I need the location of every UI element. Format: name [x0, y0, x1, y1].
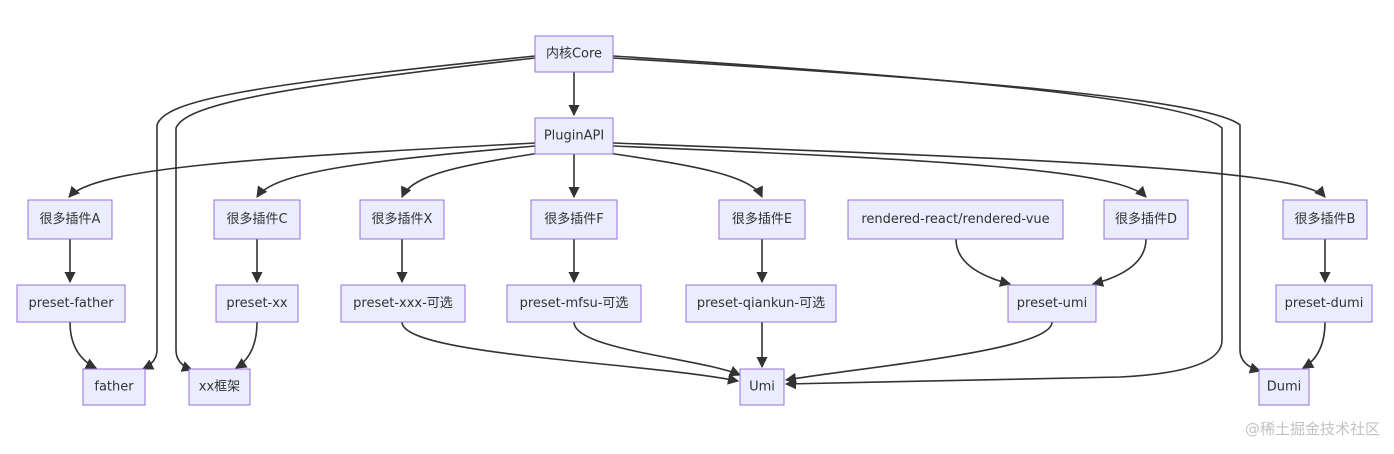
edge-presetDumi-dumi	[1302, 321, 1326, 369]
edge-core-umi	[612, 55, 1223, 390]
node-presetMfsu[interactable]: preset-mfsu-可选	[506, 284, 642, 323]
node-core-label: 内核Core	[546, 46, 602, 62]
nodes: 内核Core PluginAPI 很多插件A 很多插件C 很多插件X 很多插件F…	[16, 35, 1373, 406]
node-dumi[interactable]: Dumi	[1258, 368, 1310, 406]
node-presetQiankun[interactable]: preset-qiankun-可选	[685, 284, 837, 323]
watermark: @稀土掘金技术社区	[1244, 420, 1380, 438]
node-pluginX[interactable]: 很多插件X	[359, 199, 445, 240]
node-pluginE-label: 很多插件E	[732, 211, 792, 227]
node-presetXx-label: preset-xx	[226, 296, 288, 311]
node-umi-label: Umi	[749, 380, 775, 395]
node-father-label: father	[94, 380, 134, 395]
node-presetUmi[interactable]: preset-umi	[1007, 284, 1097, 323]
node-presetFather[interactable]: preset-father	[16, 284, 126, 323]
edges	[64, 55, 1331, 390]
node-presetFather-label: preset-father	[28, 296, 114, 311]
edge-core-dumi	[612, 57, 1262, 374]
edge-presetFather-father	[69, 321, 98, 369]
node-pluginC-label: 很多插件C	[226, 211, 287, 227]
node-pluginF-label: 很多插件F	[544, 211, 603, 227]
edge-presetXxx-umi	[401, 321, 740, 385]
node-presetDumi[interactable]: preset-dumi	[1275, 284, 1373, 323]
node-pluginF[interactable]: 很多插件F	[530, 199, 618, 240]
node-presetXxx[interactable]: preset-xxx-可选	[340, 284, 466, 323]
edge-presetXx-xx	[235, 321, 258, 369]
node-presetQiankun-label: preset-qiankun-可选	[697, 296, 825, 311]
node-rendered[interactable]: rendered-react/rendered-vue	[847, 199, 1064, 240]
node-father[interactable]: father	[82, 368, 146, 406]
node-xx[interactable]: xx框架	[188, 368, 251, 406]
node-pluginA-label: 很多插件A	[40, 211, 101, 227]
node-presetDumi-label: preset-dumi	[1285, 296, 1364, 311]
node-pluginapi-label: PluginAPI	[544, 129, 604, 144]
node-xx-label: xx框架	[199, 380, 240, 395]
edge-pluginapi-pluginE	[607, 152, 763, 199]
node-umi[interactable]: Umi	[739, 368, 785, 406]
node-core[interactable]: 内核Core	[534, 35, 614, 73]
node-pluginX-label: 很多插件X	[372, 211, 433, 227]
node-dumi-label: Dumi	[1267, 380, 1302, 395]
edge-pluginD-presetUmi	[1091, 238, 1147, 287]
node-pluginA[interactable]: 很多插件A	[27, 199, 113, 240]
node-presetXxx-label: preset-xxx-可选	[353, 296, 453, 311]
node-presetUmi-label: preset-umi	[1017, 296, 1087, 311]
edge-pluginapi-pluginA	[68, 142, 536, 198]
node-pluginC[interactable]: 很多插件C	[213, 199, 301, 240]
edge-pluginapi-pluginB	[612, 142, 1326, 198]
node-pluginB[interactable]: 很多插件B	[1282, 199, 1368, 240]
edge-pluginapi-pluginX	[401, 152, 541, 199]
edge-pluginapi-pluginD	[612, 145, 1147, 198]
edge-core-father	[141, 55, 536, 370]
node-pluginapi[interactable]: PluginAPI	[534, 117, 614, 155]
edge-presetUmi-umi	[784, 321, 1053, 384]
edge-core-xx	[175, 57, 536, 372]
node-presetXx[interactable]: preset-xx	[215, 284, 299, 323]
node-rendered-label: rendered-react/rendered-vue	[861, 212, 1049, 227]
edge-presetMfsu-umi	[573, 321, 742, 377]
node-pluginE[interactable]: 很多插件E	[718, 199, 806, 240]
node-pluginD[interactable]: 很多插件D	[1103, 199, 1189, 240]
node-presetMfsu-label: preset-mfsu-可选	[520, 296, 629, 311]
edge-rendered-presetUmi	[955, 238, 1012, 287]
edge-pluginapi-pluginC	[256, 145, 536, 198]
node-pluginD-label: 很多插件D	[1115, 211, 1177, 227]
node-pluginB-label: 很多插件B	[1295, 211, 1356, 227]
